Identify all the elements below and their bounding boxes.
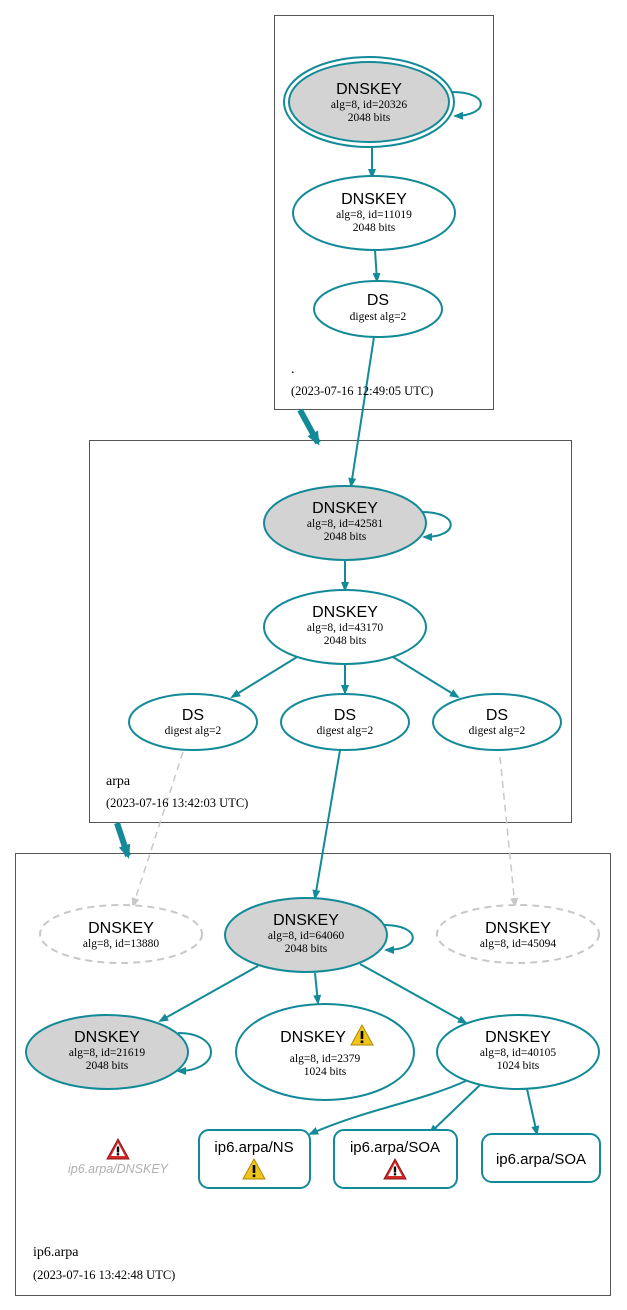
rrset-soa[interactable]: ip6.arpa/SOA — [481, 1133, 601, 1183]
node-key-size: 2048 bits — [324, 531, 367, 543]
node-key-info: alg=8, id=21619 — [69, 1047, 145, 1059]
node-arpa-zsk[interactable]: DNSKEY alg=8, id=43170 2048 bits — [263, 589, 427, 665]
node-key-info: alg=8, id=45094 — [480, 938, 556, 950]
edge-delegation-root-arpa — [297, 408, 321, 446]
edge-root-ksk-self — [451, 91, 482, 120]
node-key-info: alg=8, id=64060 — [268, 930, 344, 942]
node-ip6-dnskey-13880[interactable]: DNSKEY alg=8, id=13880 — [39, 904, 203, 964]
edge-40105-to-soa — [526, 1088, 540, 1136]
node-ip6-dnskey-21619[interactable]: DNSKEY alg=8, id=21619 2048 bits — [25, 1014, 189, 1090]
edge-arpa-zsk-to-ds1 — [230, 656, 298, 699]
rrset-soa-error[interactable]: ip6.arpa/SOA — [333, 1129, 458, 1189]
edge-arpa-ds2-to-ip6-ksk — [312, 749, 341, 900]
node-key-size: 2048 bits — [285, 943, 328, 955]
rrset-ns[interactable]: ip6.arpa/NS — [198, 1129, 311, 1189]
rrset-label: ip6.arpa/SOA — [496, 1151, 586, 1168]
node-title: DNSKEY — [336, 81, 402, 98]
node-key-info: alg=8, id=20326 — [331, 99, 407, 111]
node-title: DNSKEY — [280, 1029, 346, 1046]
node-ip6-dnskey-40105[interactable]: DNSKEY alg=8, id=40105 1024 bits — [436, 1014, 600, 1090]
node-digest-info: digest alg=2 — [350, 311, 407, 323]
node-title: DNSKEY — [485, 1029, 551, 1046]
edge-21619-self — [176, 1032, 212, 1075]
node-key-size: 2048 bits — [324, 635, 367, 647]
node-arpa-ds-1[interactable]: DS digest alg=2 — [128, 693, 258, 751]
edge-arpa-zsk-to-ds3 — [392, 656, 460, 699]
node-key-info: alg=8, id=43170 — [307, 622, 383, 634]
node-digest-info: digest alg=2 — [469, 725, 526, 737]
missing-dnskey-rrset[interactable]: ip6.arpa/DNSKEY — [68, 1138, 170, 1176]
node-key-info: alg=8, id=11019 — [336, 209, 412, 221]
zone-box-arpa — [89, 440, 572, 823]
node-key-info: alg=8, id=13880 — [83, 938, 159, 950]
zone-timestamp-ip6arpa: (2023-07-16 13:42:48 UTC) — [33, 1268, 175, 1282]
node-key-info: alg=8, id=40105 — [480, 1047, 556, 1059]
edge-delegation-arpa-ip6 — [114, 822, 131, 859]
zone-box-ip6arpa — [15, 853, 611, 1296]
zone-name-ip6arpa: ip6.arpa — [33, 1245, 79, 1260]
node-title: DNSKEY — [74, 1029, 140, 1046]
edge-arpa-ds1-to-13880 — [131, 751, 184, 908]
rrset-label: ip6.arpa/DNSKEY — [68, 1162, 170, 1176]
node-arpa-ds-3[interactable]: DS digest alg=2 — [432, 693, 562, 751]
edges — [114, 91, 540, 1136]
node-key-size: 2048 bits — [348, 112, 391, 124]
edge-arpa-ds3-to-45094 — [499, 756, 519, 908]
edge-arpa-ksk-self — [421, 511, 452, 541]
error-triangle-icon — [106, 1138, 130, 1160]
edge-40105-to-soa-error — [428, 1084, 481, 1135]
node-root-ksk[interactable]: DNSKEY alg=8, id=20326 2048 bits — [283, 56, 455, 148]
zone-name-root: . — [291, 362, 295, 377]
zone-timestamp-root: (2023-07-16 12:49:05 UTC) — [291, 384, 433, 398]
node-key-size: 2048 bits — [353, 222, 396, 234]
zone-name-arpa: arpa — [106, 774, 131, 789]
node-title: DNSKEY — [273, 912, 339, 929]
node-title: DS — [182, 707, 204, 724]
node-ip6-ksk[interactable]: DNSKEY alg=8, id=64060 2048 bits — [224, 897, 388, 973]
node-root-zsk[interactable]: DNSKEY alg=8, id=11019 2048 bits — [292, 175, 456, 251]
zone-timestamp-arpa: (2023-07-16 13:42:03 UTC) — [106, 796, 248, 810]
node-digest-info: digest alg=2 — [165, 725, 222, 737]
node-title: DNSKEY — [341, 191, 407, 208]
node-title: DNSKEY — [312, 500, 378, 517]
edge-root-ds-to-arpa-ksk — [348, 336, 375, 488]
node-title: DS — [334, 707, 356, 724]
zone-box-root — [274, 15, 494, 410]
node-digest-info: digest alg=2 — [317, 725, 374, 737]
rrset-label: ip6.arpa/NS — [214, 1139, 293, 1156]
node-arpa-ds-2[interactable]: DS digest alg=2 — [280, 693, 410, 751]
node-ip6-dnskey-45094[interactable]: DNSKEY alg=8, id=45094 — [436, 904, 600, 964]
rrset-label: ip6.arpa/SOA — [350, 1139, 440, 1156]
node-title: DNSKEY — [485, 920, 551, 937]
node-title: DS — [367, 292, 389, 309]
node-title: DS — [486, 707, 508, 724]
edge-ip6-ksk-to-21619 — [158, 965, 259, 1022]
edge-ip6-ksk-to-40105 — [359, 963, 468, 1024]
node-key-size: 2048 bits — [86, 1060, 129, 1072]
node-arpa-ksk[interactable]: DNSKEY alg=8, id=42581 2048 bits — [263, 485, 427, 561]
node-key-size: 1024 bits — [304, 1066, 347, 1078]
node-key-info: alg=8, id=2379 — [290, 1053, 361, 1065]
node-key-info: alg=8, id=42581 — [307, 518, 383, 530]
edge-40105-to-ns — [308, 1079, 469, 1135]
node-title: DNSKEY — [88, 920, 154, 937]
node-root-ds[interactable]: DS digest alg=2 — [313, 280, 443, 338]
node-key-size: 1024 bits — [497, 1060, 540, 1072]
node-title: DNSKEY — [312, 604, 378, 621]
node-ip6-dnskey-2379[interactable]: DNSKEY alg=8, id=2379 1024 bits — [235, 1003, 415, 1101]
edge-root-zsk-to-ds — [372, 249, 381, 283]
edge-ip6-ksk-self — [383, 924, 414, 954]
edge-ip6-ksk-to-2379 — [313, 972, 322, 1005]
